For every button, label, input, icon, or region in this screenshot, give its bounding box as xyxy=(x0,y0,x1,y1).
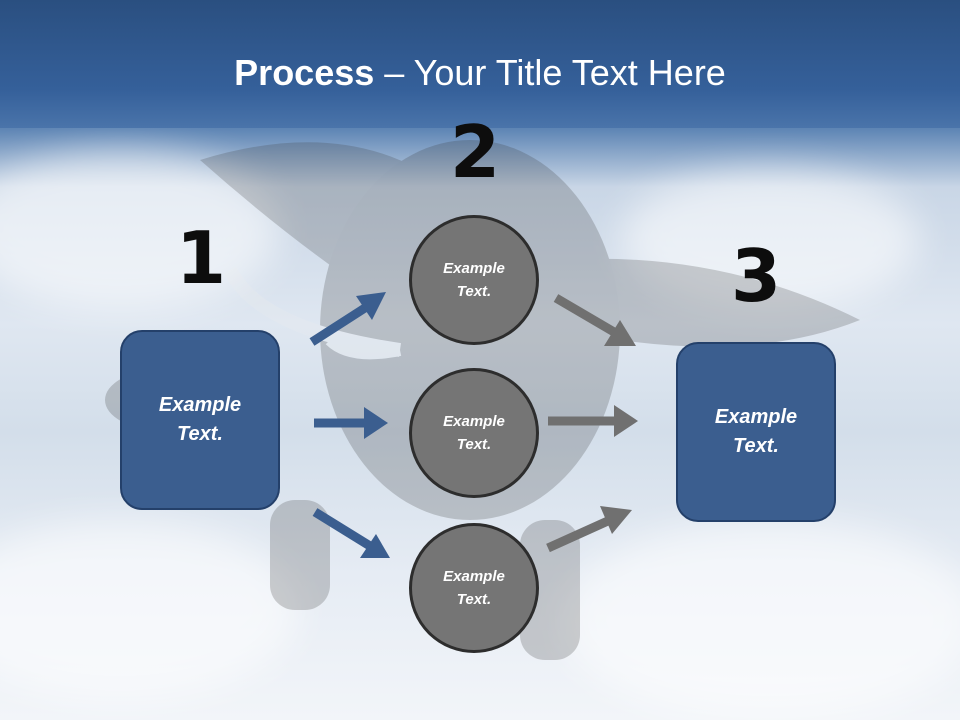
cloud xyxy=(0,150,280,310)
step-number-2: 2 xyxy=(450,110,501,194)
circle-middle: Example Text. xyxy=(409,368,539,498)
arrow-left-to-bottom xyxy=(312,508,390,558)
header-band xyxy=(0,0,960,128)
circle-top: Example Text. xyxy=(409,215,539,345)
arrow-middle-to-right xyxy=(548,405,638,437)
cloud xyxy=(560,520,960,720)
step-number-3: 3 xyxy=(731,234,782,318)
cloud xyxy=(620,170,920,310)
circle-bottom: Example Text. xyxy=(409,523,539,653)
arrow-left-to-top xyxy=(309,292,386,346)
arrow-top-to-right xyxy=(553,294,636,346)
title-bold: Process xyxy=(234,52,375,93)
title-rest: – Your Title Text Here xyxy=(374,52,726,93)
slide-title: Process – Your Title Text Here xyxy=(0,52,960,94)
arrow-left-to-middle xyxy=(314,407,388,439)
left-box: Example Text. xyxy=(120,330,280,510)
cloud xyxy=(0,520,300,700)
arrow-bottom-to-right xyxy=(546,506,632,553)
step-number-1: 1 xyxy=(176,216,227,300)
right-box: Example Text. xyxy=(676,342,836,522)
